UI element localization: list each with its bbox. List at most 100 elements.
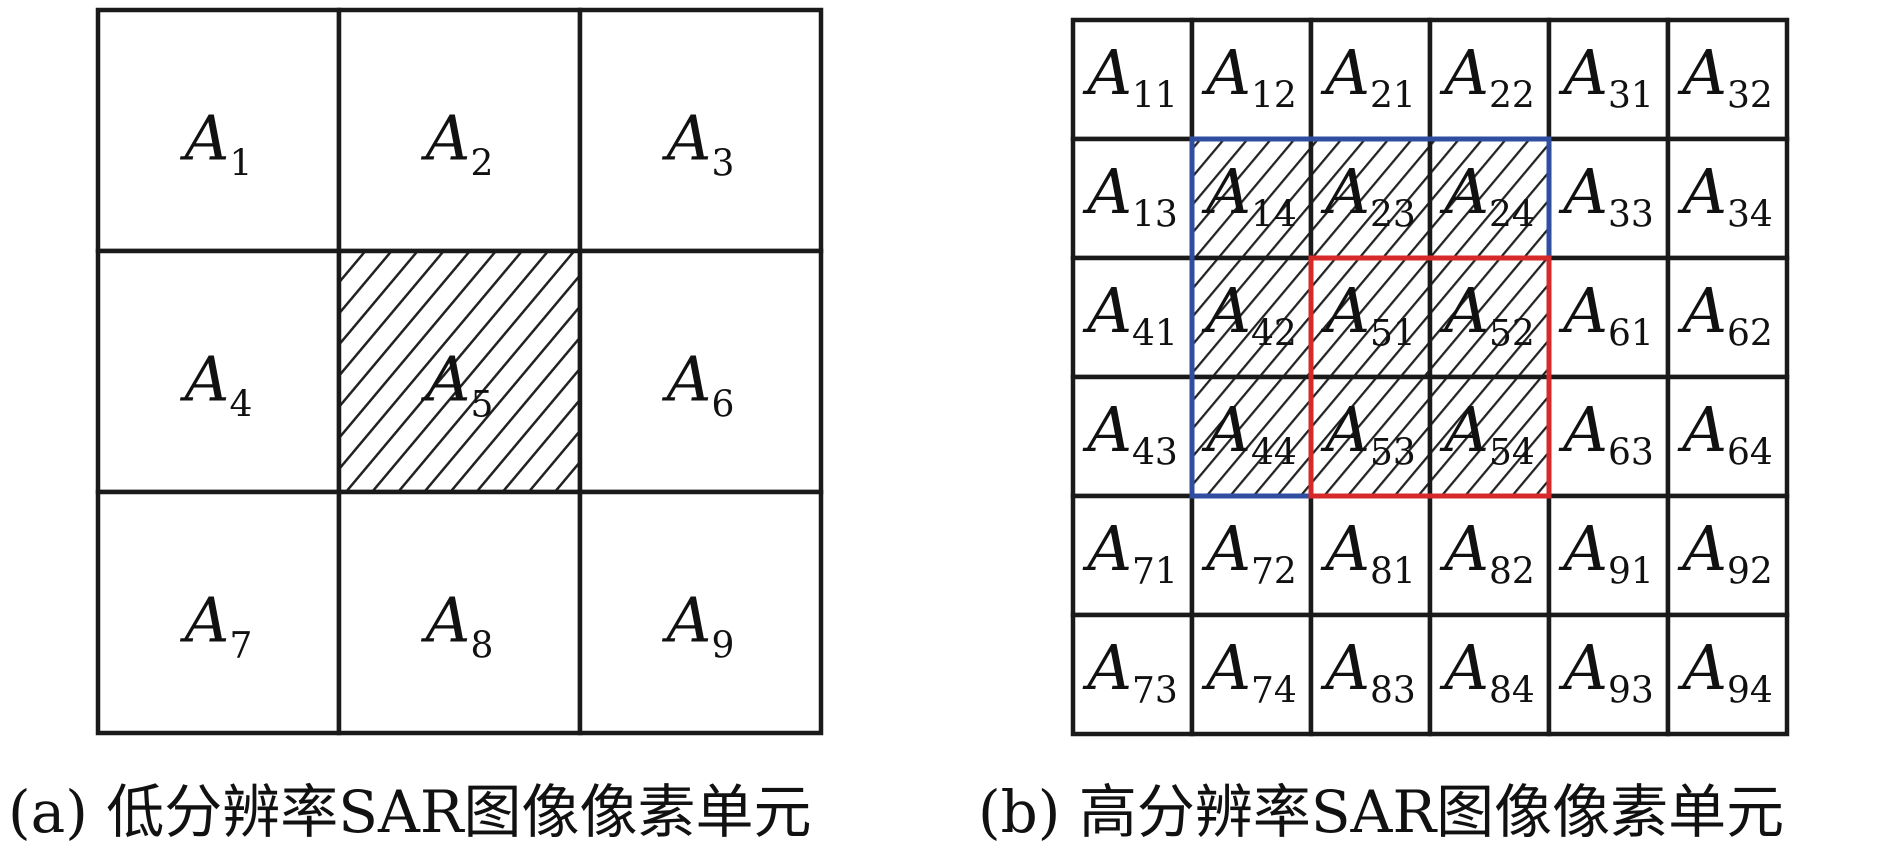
cell-letter: A [1439, 631, 1489, 704]
cell-label: A22 [1439, 36, 1535, 117]
cell-subscript: 42 [1251, 313, 1297, 354]
cell-letter: A [1677, 274, 1727, 347]
panel-b-cell: A63 [1546, 374, 1671, 499]
cell-letter: A [1320, 155, 1370, 228]
cell-label: A23 [1320, 155, 1416, 236]
panel-b-cell: A44 [1189, 374, 1314, 499]
panel-b-cell: A51 [1308, 255, 1433, 380]
panel-b-cell: A61 [1546, 255, 1671, 380]
caption-a: (a) 低分辨率SAR图像像素单元 [8, 778, 812, 846]
cell-label: A12 [1201, 36, 1297, 117]
cell-subscript: 9 [711, 626, 734, 667]
plain-cell [577, 7, 824, 254]
panel-b-cell: A94 [1665, 612, 1790, 737]
cell-subscript: 84 [1489, 670, 1535, 711]
cell-label: A5 [421, 342, 494, 425]
hatched-cell [1427, 374, 1552, 499]
cell-letter: A [1082, 36, 1132, 109]
cell-label: A13 [1082, 155, 1178, 236]
plain-cell [1665, 17, 1790, 142]
cell-label: A54 [1439, 393, 1535, 474]
cell-label: A82 [1439, 512, 1535, 593]
cell-subscript: 92 [1727, 551, 1773, 592]
panel-b-cell: A32 [1665, 17, 1790, 142]
cell-letter: A [1320, 631, 1370, 704]
cell-letter: A [1201, 631, 1251, 704]
cell-letter: A [1201, 36, 1251, 109]
cell-letter: A [180, 342, 230, 415]
cell-subscript: 1 [229, 144, 252, 185]
panel-b-cell: A53 [1308, 374, 1433, 499]
hatched-cell [1308, 255, 1433, 380]
panel-b-cell: A62 [1665, 255, 1790, 380]
panel-a-cell: A8 [336, 489, 583, 736]
cell-label: A43 [1082, 393, 1178, 474]
cell-subscript: 11 [1132, 75, 1178, 116]
cell-letter: A [662, 101, 712, 174]
plain-cell [577, 489, 824, 736]
cell-label: A31 [1558, 36, 1654, 117]
cell-subscript: 23 [1370, 194, 1416, 235]
cell-label: A11 [1082, 36, 1178, 117]
cell-label: A1 [180, 101, 253, 184]
cell-letter: A [1439, 512, 1489, 585]
cell-letter: A [1558, 36, 1608, 109]
plain-cell [1070, 255, 1195, 380]
cell-letter: A [1082, 274, 1132, 347]
panel-b-cell: A81 [1308, 493, 1433, 618]
cell-label: A24 [1439, 155, 1535, 236]
cell-letter: A [1201, 274, 1251, 347]
plain-cell [577, 248, 824, 495]
cell-subscript: 63 [1608, 432, 1654, 473]
cell-label: A92 [1677, 512, 1773, 593]
cell-label: A63 [1558, 393, 1654, 474]
panel-b-cell: A91 [1546, 493, 1671, 618]
panel-b-cell: A33 [1546, 136, 1671, 261]
cell-letter: A [1439, 393, 1489, 466]
panel-a-cell: A2 [336, 7, 583, 254]
cell-subscript: 24 [1489, 194, 1535, 235]
cell-label: A42 [1201, 274, 1297, 355]
cell-letter: A [1677, 155, 1727, 228]
cell-label: A51 [1320, 274, 1416, 355]
panel-b-cell: A52 [1427, 255, 1552, 380]
cell-label: A34 [1677, 155, 1773, 236]
plain-cell [95, 7, 342, 254]
cell-label: A32 [1677, 36, 1773, 117]
panel-b-cell: A42 [1189, 255, 1314, 380]
cell-subscript: 74 [1251, 670, 1297, 711]
panel-a-cell: A6 [577, 248, 824, 495]
cell-label: A62 [1677, 274, 1773, 355]
plain-cell [336, 489, 583, 736]
panel-a-cell: A3 [577, 7, 824, 254]
cell-letter: A [180, 583, 230, 656]
cell-label: A72 [1201, 512, 1297, 593]
cell-subscript: 91 [1608, 551, 1654, 592]
panel-b-cell: A12 [1189, 17, 1314, 142]
cell-letter: A [1320, 393, 1370, 466]
cell-label: A6 [662, 342, 735, 425]
cell-subscript: 54 [1489, 432, 1535, 473]
cell-label: A94 [1677, 631, 1773, 712]
cell-subscript: 8 [470, 626, 493, 667]
cell-label: A93 [1558, 631, 1654, 712]
plain-cell [1308, 17, 1433, 142]
cell-letter: A [1320, 512, 1370, 585]
cell-letter: A [1439, 274, 1489, 347]
cell-subscript: 61 [1608, 313, 1654, 354]
panel-b-cell: A84 [1427, 612, 1552, 737]
panel-a-cell: A9 [577, 489, 824, 736]
panel-b-cell: A23 [1308, 136, 1433, 261]
cell-subscript: 4 [229, 385, 252, 426]
cell-letter: A [421, 342, 471, 415]
panel-a-cell: A7 [95, 489, 342, 736]
cell-label: A64 [1677, 393, 1773, 474]
cell-letter: A [1082, 155, 1132, 228]
cell-letter: A [1082, 393, 1132, 466]
caption-b: (b) 高分辨率SAR图像像素单元 [978, 778, 1784, 846]
panel-b-cell: A73 [1070, 612, 1195, 737]
panel-b-cell: A54 [1427, 374, 1552, 499]
cell-label: A53 [1320, 393, 1416, 474]
